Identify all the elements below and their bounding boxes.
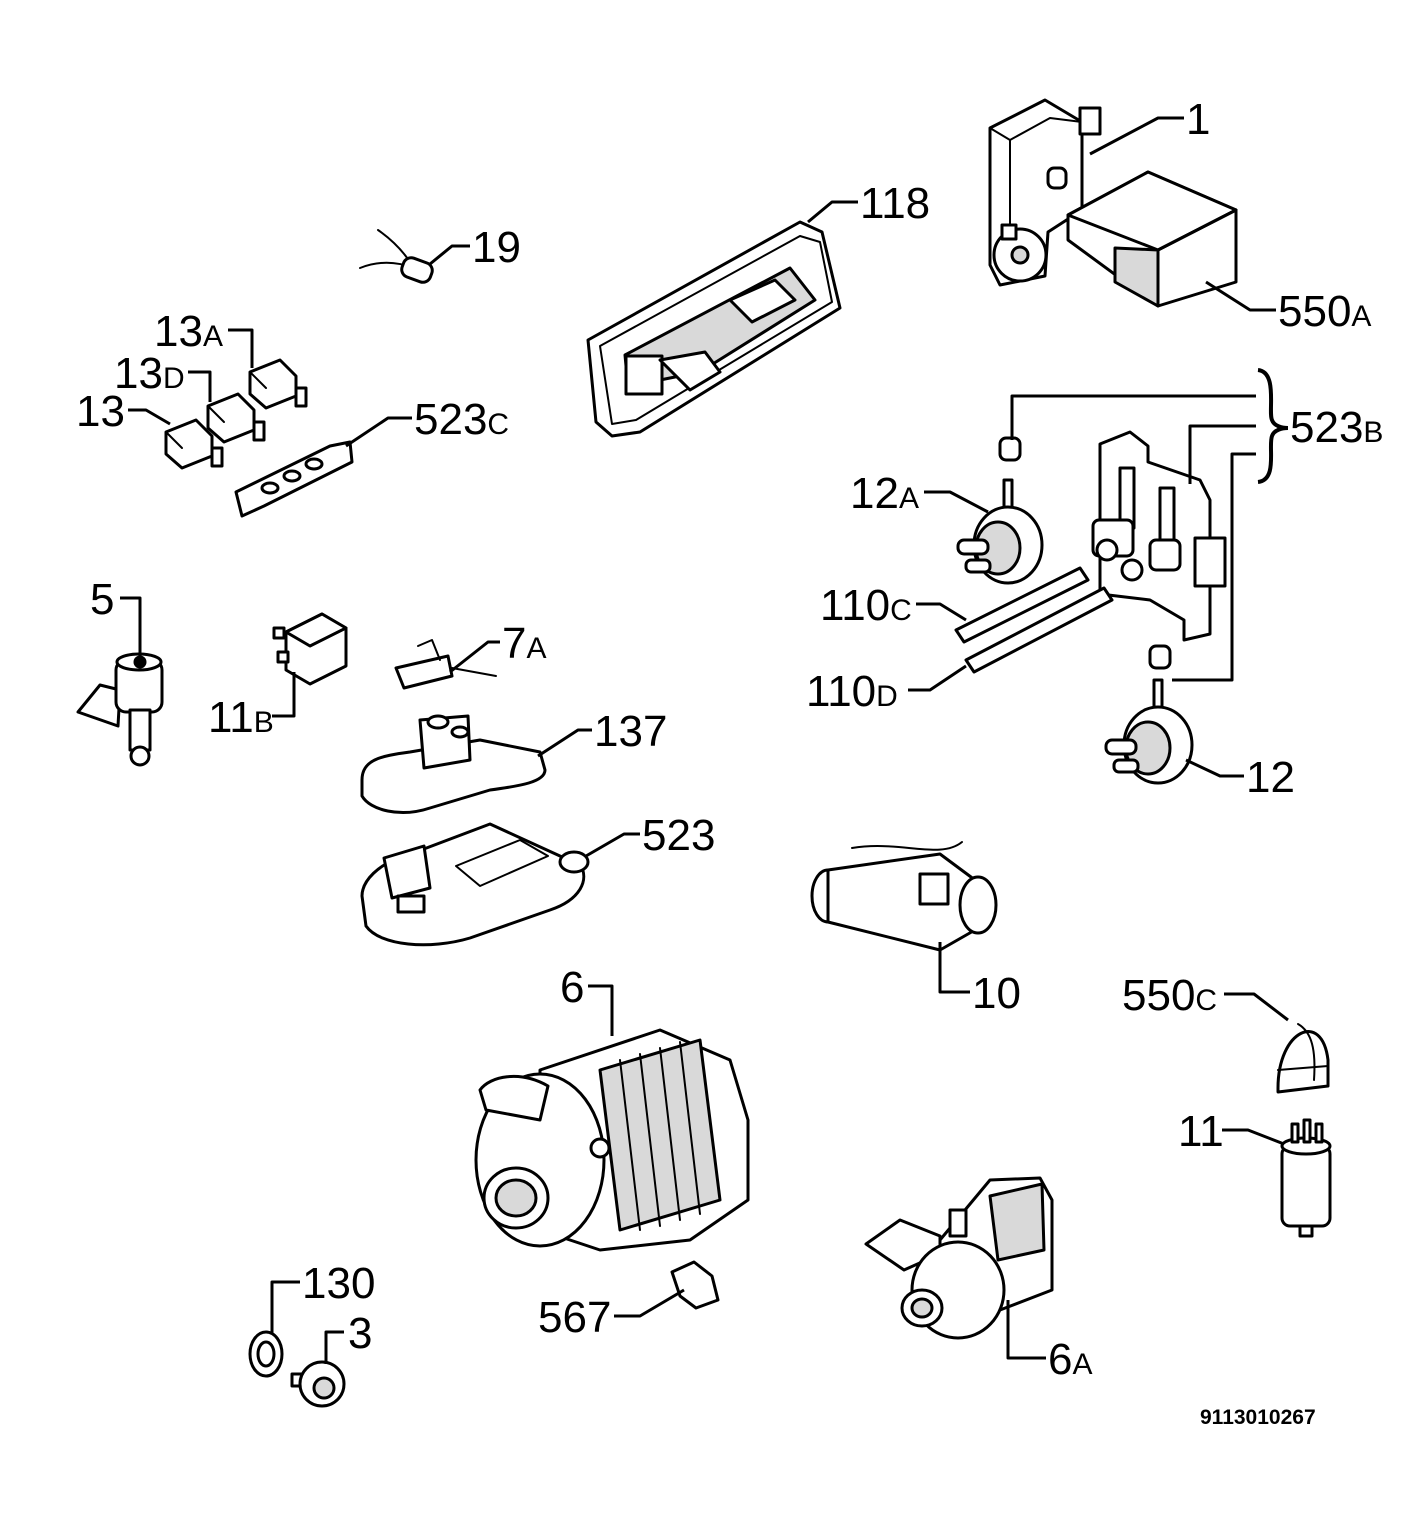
- part-10-heater: [810, 841, 998, 952]
- leader-523b-c: [1172, 452, 1256, 682]
- part-110d-hose: [964, 586, 1114, 674]
- leader-550c: [1224, 992, 1289, 1022]
- leader-6a: [1006, 1300, 1046, 1360]
- diagram-code: 9113010267: [1200, 1406, 1316, 1429]
- part-550a-module: [1066, 170, 1238, 308]
- part-19-sensor: [359, 229, 434, 284]
- label-13: 13: [76, 387, 125, 436]
- part-13d-switch: [206, 392, 266, 444]
- part-550c-cap: [1276, 1023, 1330, 1094]
- label-550a: 550A: [1278, 287, 1371, 336]
- part-6a-drain-pump: [864, 1176, 1054, 1340]
- leader-10: [938, 942, 970, 994]
- part-7a-switch: [394, 639, 497, 690]
- label-7a: 7A: [502, 619, 547, 668]
- leader-523b-b: [1188, 424, 1256, 484]
- label-523c: 523C: [414, 395, 509, 444]
- part-12a-pressure-switch: [956, 478, 1044, 585]
- label-11: 11: [1178, 1107, 1224, 1156]
- leader-12a: [924, 490, 989, 514]
- leader-523b-a: [1010, 394, 1256, 440]
- leader-13a: [228, 328, 254, 368]
- brace-523b: [1257, 368, 1289, 484]
- label-118: 118: [860, 179, 930, 228]
- leader-19: [429, 244, 470, 266]
- leader-12: [1185, 758, 1244, 778]
- leader-118: [807, 200, 858, 224]
- part-523b-bracket: [1091, 430, 1227, 642]
- part-11-capacitor: [1280, 1118, 1332, 1238]
- leader-13: [128, 408, 171, 426]
- leader-130: [270, 1280, 300, 1334]
- label-130: 130: [302, 1259, 375, 1308]
- label-10: 10: [972, 969, 1021, 1018]
- label-11b: 11B: [208, 693, 274, 742]
- part-13-switch: [164, 418, 224, 470]
- part-137-cover: [360, 714, 547, 814]
- label-19: 19: [472, 223, 521, 272]
- leader-567: [614, 1288, 685, 1318]
- leader-3: [324, 1330, 344, 1364]
- label-110c: 110C: [820, 581, 912, 630]
- label-523b: 523B: [1290, 403, 1383, 452]
- label-3: 3: [348, 1309, 372, 1358]
- leader-1: [1089, 116, 1184, 156]
- label-12: 12: [1246, 753, 1295, 802]
- leader-523: [585, 832, 640, 858]
- part-13a-switch: [248, 358, 308, 410]
- label-6a: 6A: [1048, 1335, 1093, 1384]
- part-523b-cap-lower: [1148, 644, 1172, 670]
- label-6: 6: [560, 963, 584, 1012]
- part-118-dispenser: [586, 220, 842, 438]
- callout-labels: 1 118 19 550A 13A 13D 13 523C 523B 12A 5…: [76, 95, 1383, 1384]
- leader-11: [1222, 1128, 1285, 1146]
- label-137: 137: [594, 707, 667, 756]
- leader-13d: [188, 370, 212, 402]
- leader-110c: [916, 602, 967, 622]
- label-12a: 12A: [850, 469, 919, 518]
- part-130-gasket: [248, 1330, 284, 1378]
- part-110c-hose: [954, 566, 1090, 644]
- leader-523c: [345, 416, 412, 448]
- label-13d: 13D: [114, 349, 185, 398]
- leader-137: [537, 728, 592, 758]
- leader-11b: [272, 672, 296, 718]
- label-1: 1: [1186, 95, 1210, 144]
- part-11b-relay: [272, 612, 348, 686]
- leader-5: [120, 596, 142, 658]
- part-12-pressure-switch: [1104, 678, 1194, 785]
- label-110d: 110D: [806, 667, 898, 716]
- label-567: 567: [538, 1293, 611, 1342]
- part-523c-bracket: [234, 440, 354, 518]
- part-3-nut: [290, 1360, 346, 1408]
- part-523b-cap-upper: [998, 436, 1022, 462]
- leader-110d: [908, 664, 967, 692]
- leader-6: [588, 984, 614, 1036]
- label-5: 5: [90, 575, 114, 624]
- label-13a: 13A: [154, 307, 223, 356]
- part-567-clip: [670, 1260, 720, 1310]
- label-523: 523: [642, 811, 715, 860]
- part-523-housing: [360, 822, 590, 947]
- leader-7a: [449, 640, 500, 674]
- leader-550a: [1205, 280, 1276, 312]
- part-6-pump-motor: [474, 1028, 750, 1252]
- label-550c: 550C: [1122, 971, 1217, 1020]
- leader-lines: [120, 116, 1289, 1364]
- part-5-inlet-valve: [76, 652, 164, 767]
- part-1-timer: [988, 98, 1102, 287]
